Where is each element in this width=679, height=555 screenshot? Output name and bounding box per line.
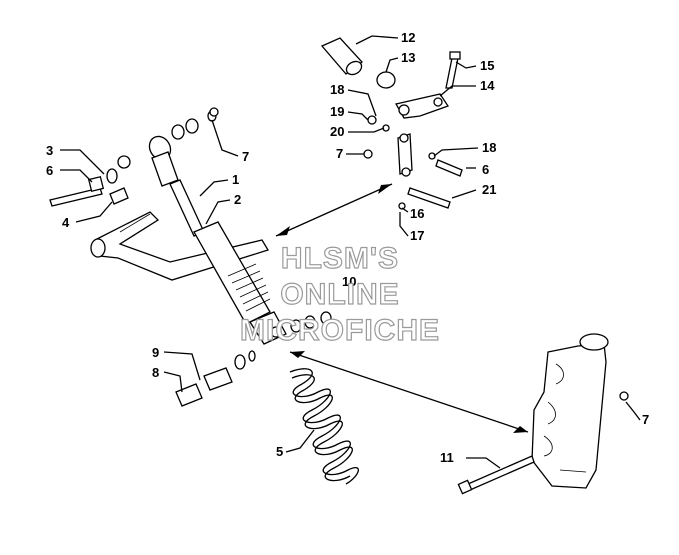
callout-3: 3 — [46, 143, 53, 158]
callout-13: 13 — [401, 50, 415, 65]
reference-arrow-lower — [289, 351, 529, 433]
callout-18a: 18 — [330, 82, 344, 97]
leader-lines — [60, 35, 641, 469]
callout-2: 2 — [234, 192, 241, 207]
upper-right-assembly — [320, 37, 463, 210]
nut-7-spindle — [619, 391, 629, 401]
callout-16: 16 — [410, 206, 424, 221]
lower-bushings — [175, 311, 332, 407]
nut-7-top — [209, 107, 219, 117]
callout-8: 8 — [152, 365, 159, 380]
callout-18b: 18 — [482, 140, 496, 155]
callout-12: 12 — [401, 30, 415, 45]
watermark-line-1: HLSM'S — [281, 242, 399, 275]
left-hardware — [49, 110, 217, 207]
callout-7b: 7 — [242, 149, 249, 164]
callout-21: 21 — [482, 182, 496, 197]
callout-9-label: 9 — [152, 345, 159, 360]
callout-14: 14 — [480, 78, 495, 93]
callout-15: 15 — [480, 58, 494, 73]
coil-spring — [289, 368, 359, 485]
callout-11: 11 — [440, 450, 454, 465]
spindle — [531, 333, 609, 489]
callout-7c: 7 — [642, 412, 649, 427]
callout-10: 10 — [342, 274, 356, 289]
callout-4: 4 — [62, 215, 70, 230]
shock-absorber — [148, 135, 287, 345]
callout-19: 19 — [330, 104, 344, 119]
watermark: HLSM'S ONLINE MICROFICHE — [239, 241, 440, 347]
reference-arrow-upper — [275, 183, 393, 237]
callout-labels: 12 13 15 14 18 19 20 7 18 6 21 16 17 3 6… — [46, 30, 649, 465]
callout-20: 20 — [330, 124, 344, 139]
callout-1: 1 — [232, 172, 239, 187]
watermark-line-2: ONLINE — [280, 278, 399, 311]
watermark-line-3: MICROFICHE — [240, 314, 440, 347]
callout-6b: 6 — [46, 163, 53, 178]
bolt-11 — [457, 455, 535, 495]
callout-17: 17 — [410, 228, 424, 243]
callout-7a: 7 — [336, 146, 343, 161]
callout-5: 5 — [276, 444, 283, 459]
callout-6a: 6 — [482, 162, 489, 177]
